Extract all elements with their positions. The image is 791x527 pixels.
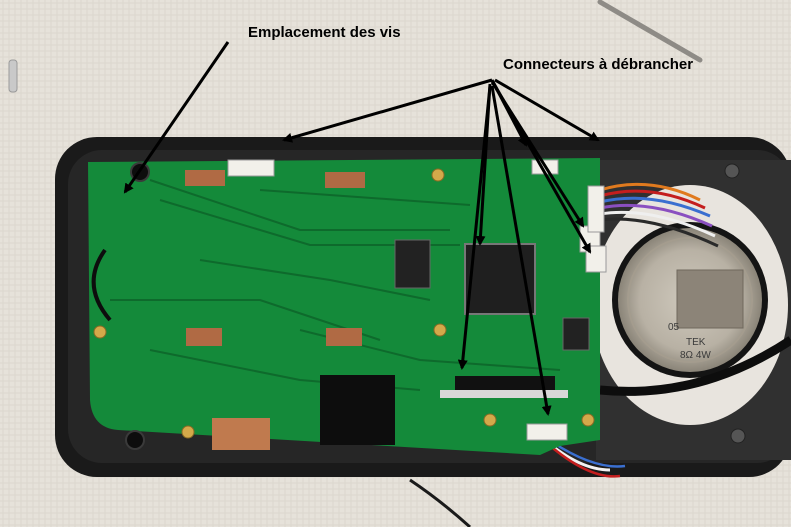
copper-pad (325, 172, 365, 188)
ic-chip (394, 239, 431, 289)
speaker-ring-detail (627, 237, 753, 363)
mounting-hole (181, 425, 195, 439)
arrow-to-connector-far-right (494, 78, 600, 142)
copper-pad (326, 328, 362, 346)
cable-left (91, 248, 112, 322)
wire-red-bottom (547, 443, 621, 478)
connector-top-left (227, 159, 275, 177)
arrow-to-screw (123, 41, 230, 194)
microcontroller-chip (464, 243, 536, 315)
screw-location-label: Emplacement des vis (248, 24, 401, 41)
ribbon-connector-rail (440, 390, 568, 398)
speaker-cable-black (599, 336, 791, 396)
speaker-screw-1 (724, 163, 740, 179)
mounting-hole (431, 168, 445, 182)
speaker-screw-2 (730, 428, 746, 444)
screw-hole (125, 430, 145, 450)
arrow-to-ribbon (457, 85, 492, 370)
screwdriver-shaft (597, 0, 703, 63)
mounting-hole (483, 413, 497, 427)
arrow-to-connector-bottom (490, 85, 552, 416)
annotation-arrows (123, 41, 600, 416)
mounting-hole (581, 413, 595, 427)
small-screw (8, 59, 18, 93)
connector-side-3 (587, 185, 605, 233)
speaker-rating-text: 8Ω 4W (680, 350, 711, 361)
connector-bottom (526, 423, 568, 441)
speaker-code-text: 05 (668, 322, 680, 333)
copper-pad (185, 170, 225, 186)
pcb-traces (110, 179, 561, 391)
arrow-to-connector-top-left (282, 78, 493, 143)
ribbon-connector (455, 376, 555, 392)
copper-pad-large (212, 418, 270, 450)
arrow-to-connector-side-2 (491, 81, 592, 254)
foam-pad (320, 375, 395, 445)
wire-bundle (599, 182, 719, 248)
connectors-label: Connecteurs à débrancher (503, 56, 694, 73)
regulator-chip (562, 317, 590, 351)
copper-pad (186, 328, 222, 346)
mounting-hole (433, 323, 447, 337)
speaker-brand-text: TEK (686, 337, 706, 348)
wire-blue-bottom (551, 440, 626, 468)
speaker-label-sticker (676, 269, 744, 329)
connector-side-2 (585, 245, 607, 273)
cable-bottom (409, 478, 472, 527)
mounting-hole (93, 325, 107, 339)
